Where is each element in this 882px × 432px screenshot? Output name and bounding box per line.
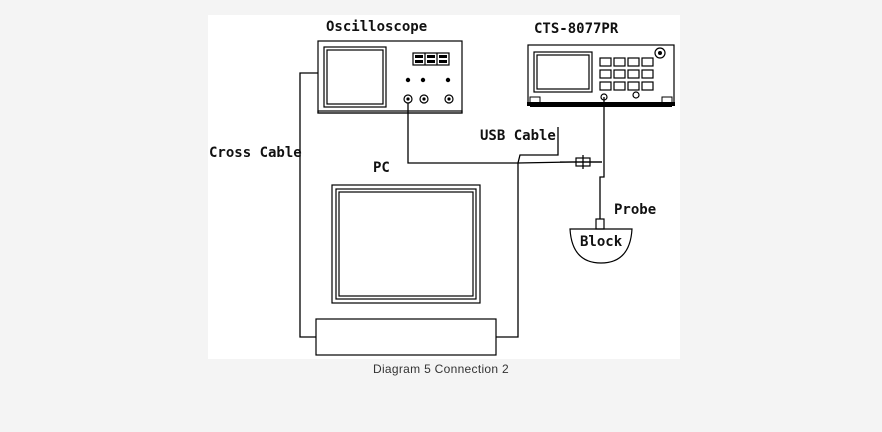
diagram-caption: Diagram 5 Connection 2 <box>372 362 509 376</box>
cross-cable <box>299 72 318 338</box>
usb-cable-label: USB Cable <box>480 128 556 144</box>
probe-socket-icon <box>600 91 640 101</box>
oscilloscope-device <box>317 40 463 114</box>
probe-icon <box>595 218 605 230</box>
oscilloscope-connector-icon <box>403 94 454 104</box>
pc-base-unit <box>315 318 497 356</box>
probe-cable <box>599 97 605 219</box>
probe-label: Probe <box>614 202 656 218</box>
oscilloscope-buttons-icon <box>405 52 451 83</box>
block-label: Block <box>580 234 623 250</box>
usb-cable <box>496 127 559 338</box>
flaw-detector-device <box>527 44 675 107</box>
cross-cable-label: Cross Cable <box>209 145 302 161</box>
keypad-icon <box>599 57 654 91</box>
diagram-panel <box>208 15 680 359</box>
test-block <box>569 228 633 264</box>
connection-diagram: Oscilloscope CTS-8077PR PC <box>209 19 675 356</box>
bnc-tee-connector-icon <box>560 155 602 169</box>
oscilloscope-label: Oscilloscope <box>326 19 427 35</box>
power-knob-icon <box>654 47 666 59</box>
pc-monitor <box>331 184 481 304</box>
flaw-detector-label: CTS-8077PR <box>534 21 619 37</box>
pc-label: PC <box>373 160 390 176</box>
